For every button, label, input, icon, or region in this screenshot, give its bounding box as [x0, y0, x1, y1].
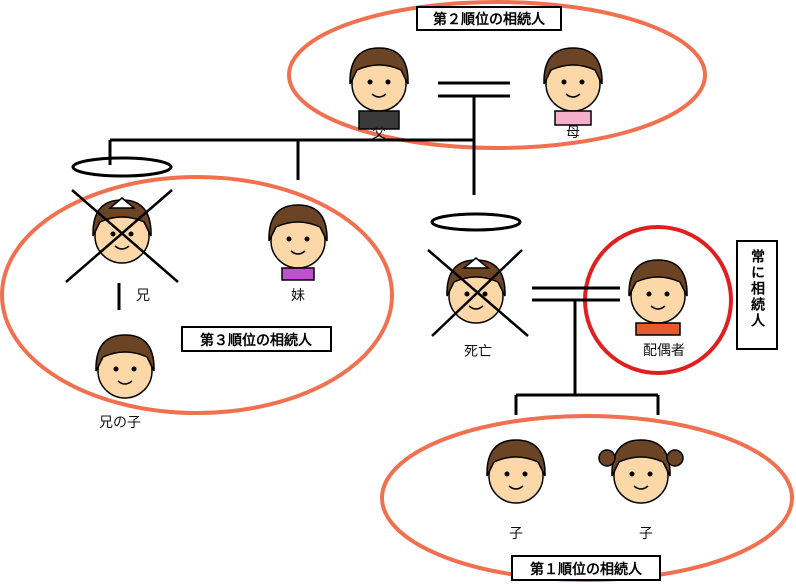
first-rank-box: [511, 555, 661, 581]
mother-face: [543, 47, 603, 126]
deceased-label: 死亡: [464, 344, 492, 360]
child2-label: 子: [639, 526, 653, 542]
second-rank-ellipse: [287, 0, 707, 150]
second-rank-label: 第２順位の相続人: [433, 11, 546, 28]
father-face: [349, 47, 409, 130]
child1-face: [486, 439, 546, 504]
nephew-face: [95, 334, 155, 399]
father-label: 父: [372, 126, 386, 142]
nephew-label: 兄の子: [99, 415, 141, 431]
brother-cross-icon: [65, 189, 179, 283]
deceased-face: [446, 257, 506, 324]
child1-label: 子: [509, 526, 523, 542]
always-heir-box: [736, 240, 778, 350]
first-rank-label: 第１順位の相続人: [530, 561, 643, 578]
third-rank-ellipse: [0, 175, 394, 415]
sister-label: 妹: [291, 288, 305, 304]
sister-face: [268, 204, 328, 281]
third-rank-label: 第３順位の相続人: [200, 332, 313, 349]
brother-label: 兄: [136, 288, 150, 304]
second-rank-box: [416, 6, 562, 31]
family-lines: [108, 81, 660, 415]
brother-halo: [71, 156, 173, 178]
child2-face: [598, 439, 684, 504]
mother-label: 母: [566, 125, 580, 141]
brother-face: [92, 197, 152, 264]
always-heir-label: 常に相続人: [749, 248, 765, 329]
deceased-cross-icon: [427, 249, 529, 337]
spouse-face: [628, 259, 688, 336]
third-rank-box: [181, 326, 332, 352]
spouse-label: 配偶者: [643, 343, 685, 359]
deceased-halo: [430, 212, 522, 232]
